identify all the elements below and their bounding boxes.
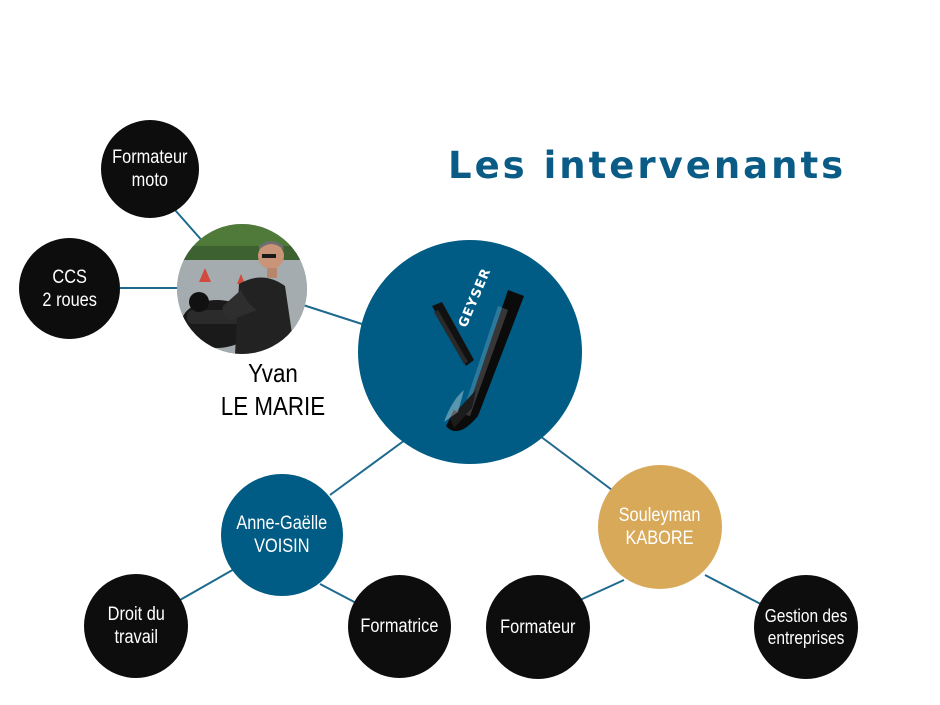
person-name-anne: Anne-Gaëlle VOISIN — [236, 513, 328, 557]
role-node-gestion-des-entreprises: Gestion des entreprises — [754, 575, 858, 679]
person-node-souleyman: Souleyman KABORE — [598, 465, 722, 589]
link-geyser-souleyman — [539, 435, 613, 491]
role-node-formateur: Formateur — [486, 575, 590, 679]
role-node-formatrice: Formatrice — [348, 575, 451, 678]
geyser-logo-node: GEYSER — [358, 240, 582, 464]
link-geyser-anne — [329, 439, 406, 496]
motorcycle-trainer-photo — [177, 224, 307, 354]
role-node-droit-du-travail: Droit du travail — [84, 574, 188, 678]
link-yvan-geyser — [299, 303, 366, 326]
role-node-formateur-moto: Formateur moto — [101, 120, 199, 218]
person-name-souleyman: Souleyman KABORE — [619, 505, 701, 549]
role-label: CCS 2 roues — [42, 266, 97, 311]
person-name-yvan: Yvan LE MARIE — [220, 358, 326, 421]
role-label: Formateur — [500, 616, 576, 638]
person-node-anne-gaelle: Anne-Gaëlle VOISIN — [221, 474, 343, 596]
link-souleyman-formateur — [579, 579, 625, 601]
role-label: Gestion des entreprises — [764, 606, 848, 648]
page-title: Les intervenants — [448, 144, 847, 187]
person-photo-yvan — [177, 224, 307, 354]
brush-y-logo-icon — [432, 290, 524, 432]
role-node-ccs-2-roues: CCS 2 roues — [19, 238, 120, 339]
role-label: Formatrice — [360, 616, 439, 637]
role-label: Formateur moto — [112, 147, 188, 191]
role-label: Droit du travail — [107, 604, 165, 648]
link-anne-droit — [179, 567, 237, 601]
